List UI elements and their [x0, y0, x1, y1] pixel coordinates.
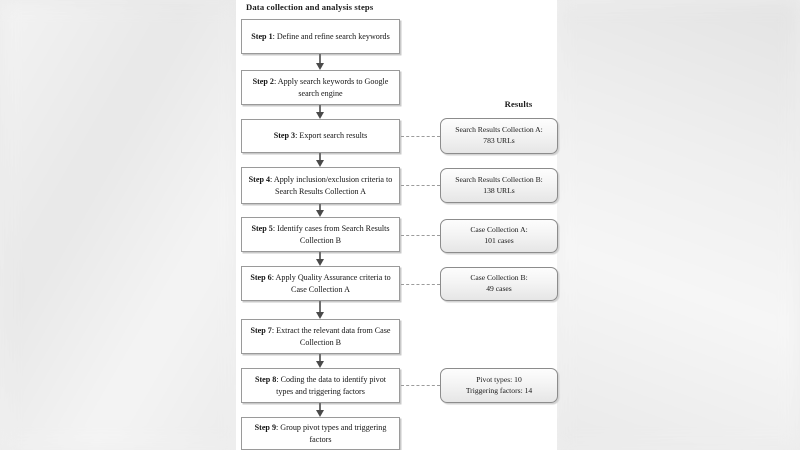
step-1-body: : Define and refine search keywords — [272, 31, 390, 41]
step-5-body: : Identify cases from Search Results Col… — [272, 224, 390, 245]
step-box-2[interactable]: Step 2: Apply search keywords to Google … — [241, 70, 400, 105]
result-1-line2: 783 URLs — [483, 136, 515, 145]
step-4-body: : Apply inclusion/exclusion criteria to … — [270, 175, 393, 196]
step-box-9[interactable]: Step 9: Group pivot types and triggering… — [241, 417, 400, 450]
step-box-3[interactable]: Step 3: Export search results — [241, 119, 400, 153]
step-2-body: : Apply search keywords to Google search… — [273, 77, 389, 98]
step-box-5[interactable]: Step 5: Identify cases from Search Resul… — [241, 217, 400, 252]
result-5-line2: Triggering factors: 14 — [465, 385, 533, 395]
result-box-5[interactable]: Pivot types: 10 Triggering factors: 14 — [440, 368, 558, 403]
arrow-step6-to-step7 — [316, 301, 323, 319]
arrow-step8-to-step9 — [316, 403, 323, 417]
step-7-text: Step 7: Extract the relevant data from C… — [248, 325, 393, 348]
step-7-label: Step 7 — [250, 326, 272, 336]
step-9-label: Step 9 — [254, 423, 276, 433]
blurred-backdrop-left — [0, 0, 240, 450]
step-3-body: : Export search results — [295, 131, 368, 141]
result-3-line1: Case Collection A: — [470, 225, 528, 235]
step-9-body: : Group pivot types and triggering facto… — [276, 423, 387, 444]
result-box-3[interactable]: Case Collection A: 101 cases — [440, 219, 558, 253]
step-2-label: Step 2 — [252, 77, 274, 87]
arrow-step3-to-step4 — [316, 153, 323, 167]
result-box-4[interactable]: Case Collection B: 49 cases — [440, 267, 558, 301]
step-3-text: Step 3: Export search results — [274, 130, 368, 141]
step-8-body: : Coding the data to identify pivot type… — [276, 375, 387, 396]
result-4-line1: Case Collection B: — [470, 273, 528, 283]
arrow-step7-to-step8 — [316, 354, 323, 368]
result-2-text: Search Results Collection B: 138 URLs — [455, 175, 543, 196]
step-box-4[interactable]: Step 4: Apply inclusion/exclusion criter… — [241, 167, 400, 204]
result-3-line2: 101 cases — [484, 236, 514, 245]
connector-step4-to-result-2 — [401, 185, 440, 187]
step-box-1[interactable]: Step 1: Define and refine search keyword… — [241, 19, 400, 54]
step-9-text: Step 9: Group pivot types and triggering… — [248, 422, 393, 445]
step-3-label: Step 3 — [273, 131, 296, 141]
step-box-8[interactable]: Step 8: Coding the data to identify pivo… — [241, 368, 400, 403]
result-4-line2: 49 cases — [486, 284, 512, 293]
flowchart-column-title: Data collection and analysis steps — [246, 2, 374, 12]
step-6-body: : Apply Quality Assurance criteria to Ca… — [271, 273, 391, 294]
step-box-7[interactable]: Step 7: Extract the relevant data from C… — [241, 319, 400, 354]
result-2-line1: Search Results Collection B: — [455, 174, 543, 184]
step-4-label: Step 4 — [248, 175, 271, 185]
connector-step3-to-result-1 — [401, 136, 440, 138]
connector-step5-to-result-3 — [401, 235, 440, 237]
result-4-text: Case Collection B: 49 cases — [470, 273, 527, 294]
step-5-label: Step 5 — [251, 224, 273, 234]
step-box-6[interactable]: Step 6: Apply Quality Assurance criteria… — [241, 266, 400, 301]
result-2-line2: 138 URLs — [483, 185, 515, 195]
connector-step8-to-result-5 — [401, 385, 440, 387]
step-8-label: Step 8 — [254, 375, 277, 385]
result-1-text: Search Results Collection A: 783 URLs — [455, 125, 543, 146]
result-1-line1: Search Results Collection A: — [455, 125, 543, 135]
blurred-backdrop-right — [555, 0, 800, 450]
result-box-2[interactable]: Search Results Collection B: 138 URLs — [440, 168, 558, 203]
step-6-text: Step 6: Apply Quality Assurance criteria… — [248, 272, 393, 295]
step-5-text: Step 5: Identify cases from Search Resul… — [248, 223, 393, 246]
step-8-text: Step 8: Coding the data to identify pivo… — [248, 374, 393, 397]
arrow-step2-to-step3 — [316, 105, 323, 119]
step-7-body: : Extract the relevant data from Case Co… — [271, 326, 391, 347]
step-1-text: Step 1: Define and refine search keyword… — [251, 31, 389, 42]
result-box-1[interactable]: Search Results Collection A: 783 URLs — [440, 118, 558, 154]
results-column-title: Results — [504, 99, 533, 109]
connector-step6-to-result-4 — [401, 284, 440, 286]
step-4-text: Step 4: Apply inclusion/exclusion criter… — [248, 174, 393, 197]
result-3-text: Case Collection A: 101 cases — [470, 225, 527, 246]
arrow-step1-to-step2 — [316, 54, 323, 70]
arrow-step4-to-step5 — [316, 204, 323, 217]
step-2-text: Step 2: Apply search keywords to Google … — [248, 76, 393, 99]
result-5-line1: Pivot types: 10 — [476, 374, 522, 384]
result-5-text: Pivot types: 10 Triggering factors: 14 — [466, 375, 532, 396]
step-1-label: Step 1 — [251, 31, 273, 41]
step-6-label: Step 6 — [250, 273, 272, 283]
arrow-step5-to-step6 — [316, 252, 323, 266]
